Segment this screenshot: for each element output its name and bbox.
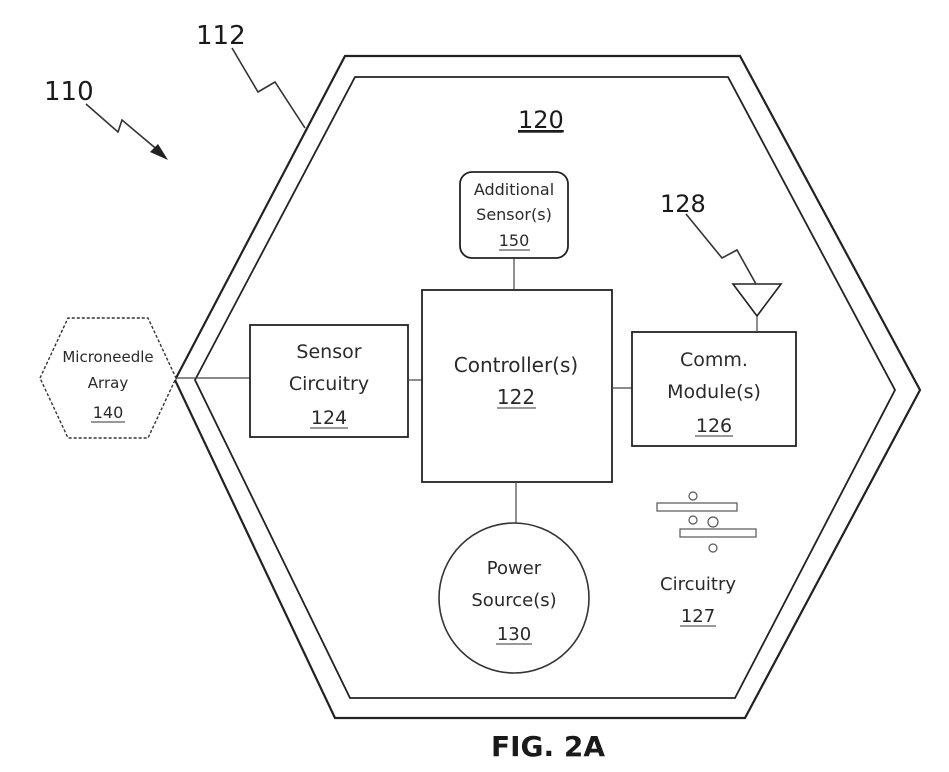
comm-module-line1: Comm.: [680, 349, 748, 371]
ref-112-label: 112: [196, 21, 246, 51]
leader-110: [86, 104, 160, 152]
controller-ref: 122: [497, 385, 535, 409]
antenna-icon: [733, 284, 781, 316]
leader-112: [232, 48, 305, 128]
circuitry-ref: 127: [681, 606, 715, 627]
sensor-circuitry-line1: Sensor: [296, 341, 361, 363]
additional-sensor-line2: Sensor(s): [476, 205, 552, 224]
microneedle-line1: Microneedle: [62, 348, 153, 366]
circuitry-line1: Circuitry: [660, 574, 736, 595]
microneedle-ref: 140: [93, 403, 124, 422]
leader-128: [686, 214, 756, 284]
microneedle-line2: Array: [88, 374, 129, 392]
power-source-line2: Source(s): [471, 590, 556, 611]
additional-sensor-ref: 150: [499, 231, 530, 250]
ref-120-label: 120: [518, 106, 564, 134]
controller-line1: Controller(s): [454, 353, 578, 377]
comm-module-line2: Module(s): [667, 381, 761, 403]
additional-sensor-line1: Additional: [474, 180, 554, 199]
power-source-line1: Power: [487, 558, 542, 579]
comm-module-ref: 126: [696, 415, 732, 437]
power-source-ref: 130: [497, 624, 531, 645]
circuitry-icon: [657, 492, 756, 552]
ref-128-label: 128: [660, 190, 706, 218]
figure-caption: FIG. 2A: [491, 730, 605, 763]
ref-110-label: 110: [44, 77, 94, 107]
sensor-circuitry-ref: 124: [311, 407, 347, 429]
sensor-circuitry-line2: Circuitry: [289, 373, 369, 395]
